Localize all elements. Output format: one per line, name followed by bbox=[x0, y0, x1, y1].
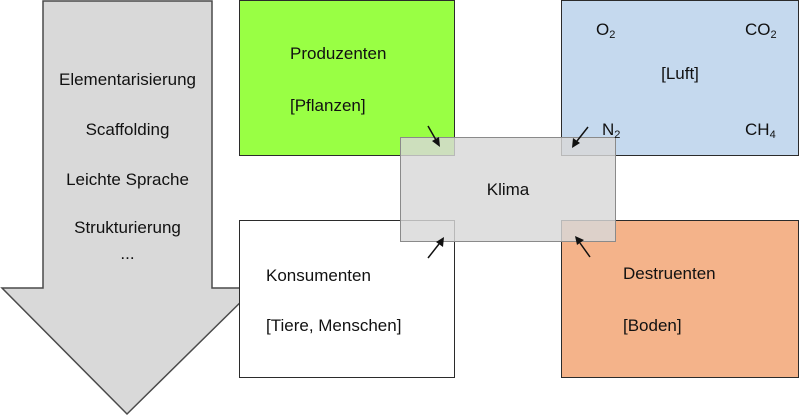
konsumenten-box bbox=[239, 220, 455, 378]
formula-co2: CO2 bbox=[745, 20, 777, 41]
luft-box bbox=[561, 0, 799, 156]
arrow-item-ellipsis: ... bbox=[120, 244, 135, 263]
arrow-luft-klima bbox=[572, 126, 589, 148]
arrow-item-leichte-sprache: Leichte Sprache bbox=[66, 170, 189, 189]
produzenten-title: Produzenten bbox=[290, 44, 387, 63]
konsumenten-title: Konsumenten bbox=[266, 266, 371, 285]
klima-label: Klima bbox=[486, 180, 530, 199]
luft-label: [Luft] bbox=[661, 64, 699, 83]
destruenten-title: Destruenten bbox=[623, 264, 716, 283]
konsumenten-subtitle: [Tiere, Menschen] bbox=[266, 316, 402, 335]
formula-ch4: CH4 bbox=[745, 120, 776, 141]
arrow-destruenten-klima bbox=[575, 236, 591, 258]
klima-box bbox=[400, 137, 616, 242]
arrow-produzenten-klima bbox=[427, 125, 440, 147]
destruenten-box bbox=[561, 220, 799, 378]
arrow-item-scaffolding: Scaffolding bbox=[85, 120, 170, 139]
destruenten-subtitle: [Boden] bbox=[623, 316, 682, 335]
arrow-item-elementarisierung: Elementarisierung bbox=[58, 70, 196, 89]
arrow-konsumenten-klima bbox=[427, 237, 444, 259]
arrow-item-strukturierung: Strukturierung bbox=[74, 218, 181, 237]
down-arrow-shape bbox=[0, 0, 257, 416]
produzenten-box bbox=[239, 0, 455, 156]
produzenten-subtitle: [Pflanzen] bbox=[290, 96, 366, 115]
formula-n2: N2 bbox=[602, 120, 621, 141]
formula-o2: O2 bbox=[596, 20, 616, 41]
